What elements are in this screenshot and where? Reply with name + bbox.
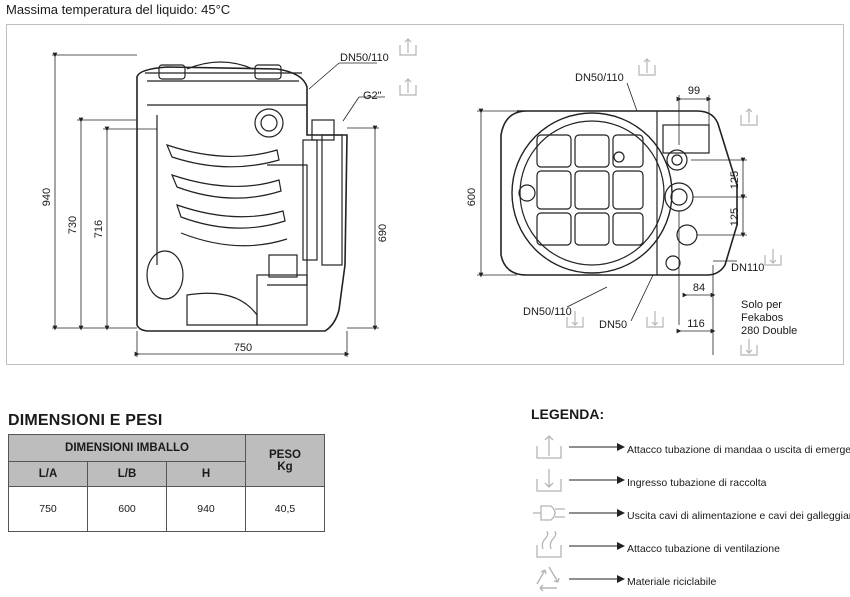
- legend-title: LEGENDA:: [531, 406, 605, 422]
- legend-text: Uscita cavi di alimentazione e cavi dei …: [627, 510, 850, 522]
- dim-750: 750: [234, 342, 252, 354]
- dim-125-a: 125: [729, 171, 741, 189]
- inlet-pipe-icon: [566, 311, 584, 328]
- side-view: [136, 61, 348, 332]
- cell-peso: 40,5: [245, 486, 325, 532]
- discharge-pipe-icon: [536, 435, 562, 459]
- dim-125-b: 125: [729, 208, 741, 226]
- legend-item: Ingresso tubazione di raccolta: [531, 465, 847, 498]
- max-temperature-value: 45°C: [201, 2, 231, 17]
- arrow-icon: [569, 509, 625, 517]
- dim-730: 730: [67, 216, 79, 234]
- discharge-pipe-icon: [740, 108, 758, 126]
- dim-716: 716: [93, 220, 105, 238]
- callout-dn110: DN110: [731, 262, 764, 274]
- weight-header-line2: Kg: [277, 460, 293, 473]
- max-temperature-caption: Massima temperatura del liquido:: [6, 2, 198, 17]
- legend-text: Materiale riciclabile: [627, 576, 717, 588]
- recycle-icon: [536, 566, 560, 592]
- legend-text: Attacco tubazione di ventilazione: [627, 543, 780, 555]
- dim-116: 116: [687, 318, 705, 330]
- dim-940: 940: [41, 188, 53, 206]
- legend-item: Materiale riciclabile: [531, 564, 847, 597]
- technical-drawing: 940 730 716 690 750 DN50/110 G2": [6, 24, 844, 365]
- dimensions-section-title: DIMENSIONI E PESI: [8, 412, 163, 429]
- legend-item: Attacco tubazione di ventilazione: [531, 531, 847, 564]
- dimensions-table: DIMENSIONI IMBALLO PESO Kg L/A L/B H 750…: [8, 434, 325, 532]
- power-plug-icon: [533, 505, 565, 521]
- callout-dn50-110-side: DN50/110: [340, 52, 389, 64]
- column-header-h: H: [166, 461, 246, 487]
- packaging-dimensions-header: DIMENSIONI IMBALLO: [8, 434, 246, 462]
- inlet-pipe-icon: [536, 469, 562, 492]
- cell-la: 750: [8, 486, 88, 532]
- discharge-pipe-icon: [399, 38, 417, 56]
- callout-solo-per-3: 280 Double: [741, 325, 797, 337]
- dim-99: 99: [688, 85, 700, 97]
- discharge-pipe-icon: [638, 58, 656, 76]
- side-view-dimensions: [52, 52, 385, 357]
- top-view-dimensions: [477, 82, 747, 355]
- weight-header: PESO Kg: [245, 434, 325, 487]
- column-header-lb: L/B: [87, 461, 167, 487]
- arrow-icon: [569, 476, 625, 484]
- legend-text: Attacco tubazione di mandaa o uscita di …: [627, 444, 850, 456]
- inlet-pipe-icon: [764, 249, 782, 266]
- callout-dn50-110-bottom: DN50/110: [523, 306, 572, 318]
- inlet-pipe-icon: [646, 311, 664, 328]
- legend-item: Uscita cavi di alimentazione e cavi dei …: [531, 498, 850, 531]
- arrow-icon: [569, 542, 625, 550]
- arrow-icon: [569, 443, 625, 451]
- dim-84: 84: [693, 282, 705, 294]
- callout-dn50: DN50: [599, 319, 627, 331]
- legend-item: Attacco tubazione di mandaa o uscita di …: [531, 432, 850, 465]
- cell-h: 940: [166, 486, 246, 532]
- max-temperature-label: Massima temperatura del liquido: 45°C: [6, 2, 230, 17]
- arrow-icon: [569, 575, 625, 583]
- legend-text: Ingresso tubazione di raccolta: [627, 477, 767, 489]
- callout-solo-per-2: Fekabos: [741, 312, 784, 324]
- callout-dn50-110-top: DN50/110: [575, 72, 624, 84]
- callout-g2: G2": [363, 90, 382, 102]
- legend: Attacco tubazione di mandaa o uscita di …: [531, 432, 850, 597]
- inlet-pipe-icon: [740, 339, 758, 356]
- top-view: [500, 110, 738, 276]
- column-header-la: L/A: [8, 461, 88, 487]
- weight-header-line1: PESO: [269, 448, 301, 461]
- dim-690: 690: [377, 224, 389, 242]
- drawing-canvas: 940 730 716 690 750 DN50/110 G2": [41, 38, 797, 357]
- cell-lb: 600: [87, 486, 167, 532]
- callout-solo-per-1: Solo per: [741, 299, 782, 311]
- table-row: 750 600 940 40,5: [8, 486, 325, 532]
- dim-600: 600: [466, 188, 478, 206]
- discharge-pipe-icon: [399, 78, 417, 96]
- vent-pipe-icon: [536, 531, 562, 558]
